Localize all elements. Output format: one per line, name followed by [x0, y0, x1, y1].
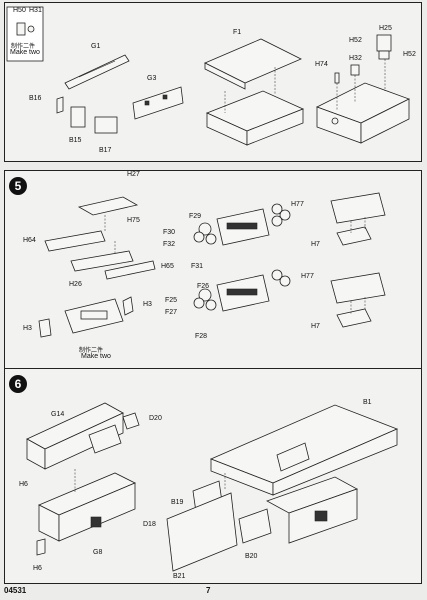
label-f31: F31 [191, 263, 204, 270]
label-h50: H50 [13, 7, 26, 14]
label-g8: G8 [93, 549, 103, 556]
label-d20: D20 [149, 415, 162, 422]
label-h77-bottom: H77 [301, 273, 314, 280]
label-b15: B15 [69, 137, 82, 144]
label-h3-left: H3 [23, 325, 32, 332]
label-f32: F32 [163, 241, 176, 248]
label-b21: B21 [173, 573, 186, 580]
make-two-cn: 制作二件 [11, 43, 36, 50]
step-4-panel: 4 [4, 2, 422, 162]
label-b17: B17 [99, 147, 112, 154]
label-f25: F25 [165, 297, 178, 304]
label-f1: F1 [233, 29, 242, 36]
label-b20: B20 [245, 553, 258, 560]
step-4-drawing [6, 6, 411, 146]
label-h52-right: H52 [403, 51, 416, 58]
label-h26: H26 [69, 281, 82, 288]
label-h6-bottom: H6 [33, 565, 42, 572]
label-h74: H74 [315, 61, 328, 68]
catalog-code: 04531 [4, 586, 27, 595]
label-h27: H27 [127, 171, 140, 178]
label-h64: H64 [23, 237, 36, 244]
label-h7-bottom: H7 [311, 323, 320, 330]
label-f29: F29 [189, 213, 202, 220]
label-h3-right: H3 [143, 301, 152, 308]
label-g3: G3 [147, 75, 157, 82]
label-h65: H65 [161, 263, 174, 270]
step-5-panel: 5 [4, 170, 422, 370]
make-two-cn-5: 制作二件 [79, 347, 104, 354]
label-h52-left: H52 [349, 37, 362, 44]
label-d18: D18 [143, 521, 156, 528]
step-6-panel: 6 G1 [4, 368, 422, 584]
step-6-drawing [26, 402, 399, 572]
make-two-en-5: Make two [81, 353, 111, 360]
label-h31: H31 [29, 7, 42, 14]
label-h6-top: H6 [19, 481, 28, 488]
step-5-badge: 5 [9, 177, 27, 195]
label-f30: F30 [163, 229, 176, 236]
step-6-badge: 6 [9, 375, 27, 393]
make-two-en: Make two [10, 49, 40, 56]
label-h75: H75 [127, 217, 140, 224]
label-f27: F27 [165, 309, 178, 316]
label-h25: H25 [379, 25, 392, 32]
label-h7-top: H7 [311, 241, 320, 248]
label-b16: B16 [29, 95, 42, 102]
label-b19: B19 [171, 499, 184, 506]
label-g1: G1 [91, 43, 101, 50]
label-h77-top: H77 [291, 201, 304, 208]
label-f26: F26 [197, 283, 210, 290]
label-h32: H32 [349, 55, 362, 62]
label-f28: F28 [195, 333, 208, 340]
step-5-drawing [38, 192, 386, 338]
page-number: 7 [206, 586, 211, 595]
label-g14: G14 [51, 411, 65, 418]
label-b1: B1 [363, 399, 372, 406]
